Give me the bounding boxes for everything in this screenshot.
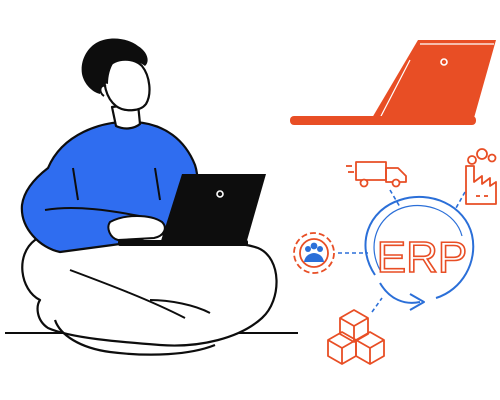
shirt-fold-2 <box>154 167 161 201</box>
delivery-truck-icon <box>346 161 407 188</box>
connector-truck <box>389 189 401 208</box>
orange-laptop <box>290 40 496 125</box>
connector-factory <box>455 191 466 209</box>
erp-label: ERP <box>377 233 467 282</box>
laptop-screen <box>160 174 266 244</box>
lower-leg <box>53 319 216 356</box>
cycle-arrow-icon <box>364 195 475 299</box>
cycle-arrow-head <box>409 293 425 311</box>
leg-crease <box>69 269 186 319</box>
ear <box>99 84 107 97</box>
factory-icon <box>465 148 497 205</box>
person-illustration <box>5 38 298 356</box>
hair <box>81 38 148 94</box>
team-gear-icon <box>293 232 335 274</box>
orange-laptop-logo <box>440 58 448 66</box>
erp-diagram: ERP <box>293 148 497 365</box>
laptop-logo <box>216 190 224 198</box>
orange-laptop-base <box>290 116 476 125</box>
laptop-base <box>118 240 248 246</box>
leg-crease-2 <box>149 299 211 314</box>
cycle-arrow-inner <box>373 204 463 271</box>
cycle-arrow-bottom <box>379 282 421 304</box>
shirt-fold <box>72 167 79 201</box>
orange-laptop-screen <box>372 40 496 118</box>
face <box>103 58 151 112</box>
orange-laptop-side <box>379 59 411 119</box>
hands <box>107 215 166 242</box>
boxes-icon <box>327 309 385 365</box>
connector-boxes <box>371 297 383 313</box>
